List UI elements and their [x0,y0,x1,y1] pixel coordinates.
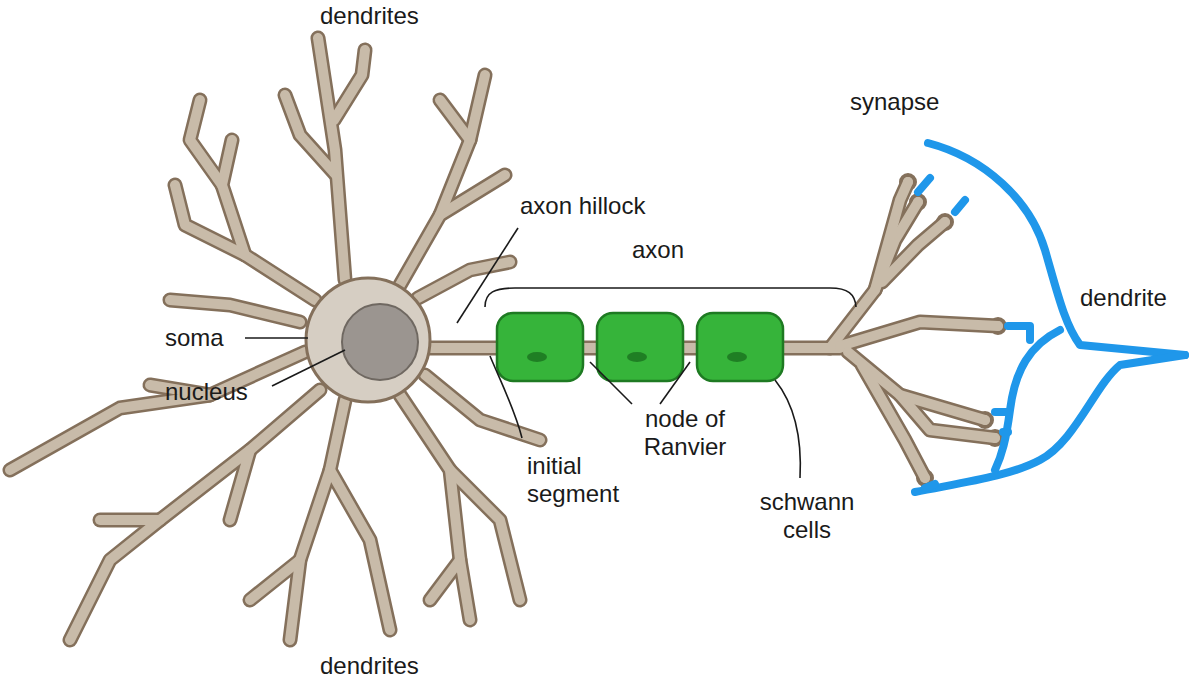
schwann-cells [497,313,783,381]
part-label: initial segment [527,452,639,508]
part-label: nucleus [165,378,248,406]
target-dendrite [915,143,1185,492]
part-label: schwann cells [748,488,866,544]
part-label: axon [632,236,684,264]
part-label: dendrite [1080,284,1167,312]
leader-lines [245,228,856,478]
part-label: soma [165,324,224,352]
neuron-outline [10,38,1005,640]
part-label: node of Ranvier [622,405,748,461]
part-label: axon hillock [520,192,645,220]
part-label: dendrites [320,652,419,680]
cell-body [306,278,430,402]
part-label: synapse [850,88,939,116]
part-label: dendrites [320,2,419,30]
